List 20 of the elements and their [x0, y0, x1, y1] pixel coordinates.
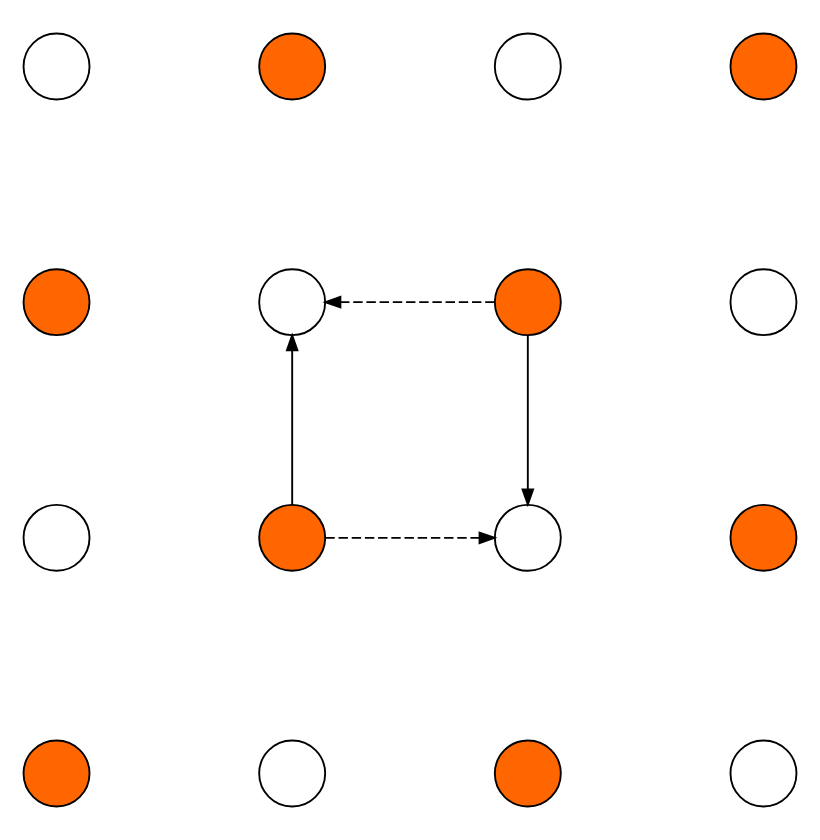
node-circle: [258, 32, 327, 101]
node-circle: [729, 268, 798, 337]
node-circle: [729, 739, 798, 808]
node-circle: [493, 739, 562, 808]
arrow: [521, 334, 535, 508]
node-circle: [22, 32, 91, 101]
node-circle: [729, 503, 798, 572]
arrow: [322, 295, 496, 309]
node-circle: [493, 32, 562, 101]
arrow: [324, 531, 498, 545]
node-circle: [729, 32, 798, 101]
node-circle: [258, 503, 327, 572]
node-circle: [22, 268, 91, 337]
node-circle: [493, 268, 562, 337]
node-circle: [493, 503, 562, 572]
arrow: [285, 332, 299, 506]
node-circle: [258, 268, 327, 337]
node-circle: [22, 503, 91, 572]
node-circle: [22, 739, 91, 808]
node-circle: [258, 739, 327, 808]
